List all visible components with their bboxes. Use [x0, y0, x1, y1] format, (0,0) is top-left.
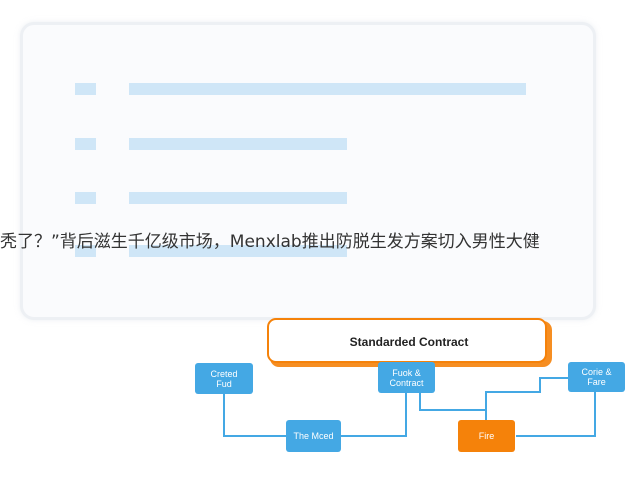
connector-left-down [223, 394, 288, 437]
document-card [20, 22, 596, 320]
node-bottom-mid [458, 420, 515, 452]
diagram-title: Standarded Contract [349, 335, 469, 349]
skeleton-bullet-4 [75, 245, 96, 257]
connector-right-mid [485, 377, 568, 410]
node-label-mid: Fuok & Contract [389, 367, 424, 388]
node-left [195, 363, 253, 394]
skeleton-line-3 [129, 192, 347, 204]
skeleton-bullet-3 [75, 192, 96, 204]
node-label-left: Creted Fud [210, 368, 238, 389]
connector-mid-bottommid [419, 393, 487, 420]
node-label-right: Corie & Fare [581, 367, 612, 387]
node-bottom-left [286, 420, 341, 452]
headline-text: 秃了？”背后滋生千亿级市场，Menxlab推出防脱生发方案切入男性大健 [0, 232, 540, 252]
node-label-bottom-mid: Fire [478, 431, 495, 441]
connector-right-bottommid [516, 392, 596, 437]
connector-lines [223, 362, 596, 437]
skeleton-line-2 [129, 138, 347, 150]
skeleton-bullet-2 [75, 138, 96, 150]
connector-bottomleft-mid [340, 393, 407, 437]
skeleton-line-1 [129, 83, 526, 95]
node-mid [378, 362, 435, 393]
node-right [568, 362, 625, 392]
skeleton-line-4 [129, 245, 347, 257]
node-label-bottom-left: The Mced [293, 431, 334, 441]
skeleton-bullet-1 [75, 83, 96, 95]
